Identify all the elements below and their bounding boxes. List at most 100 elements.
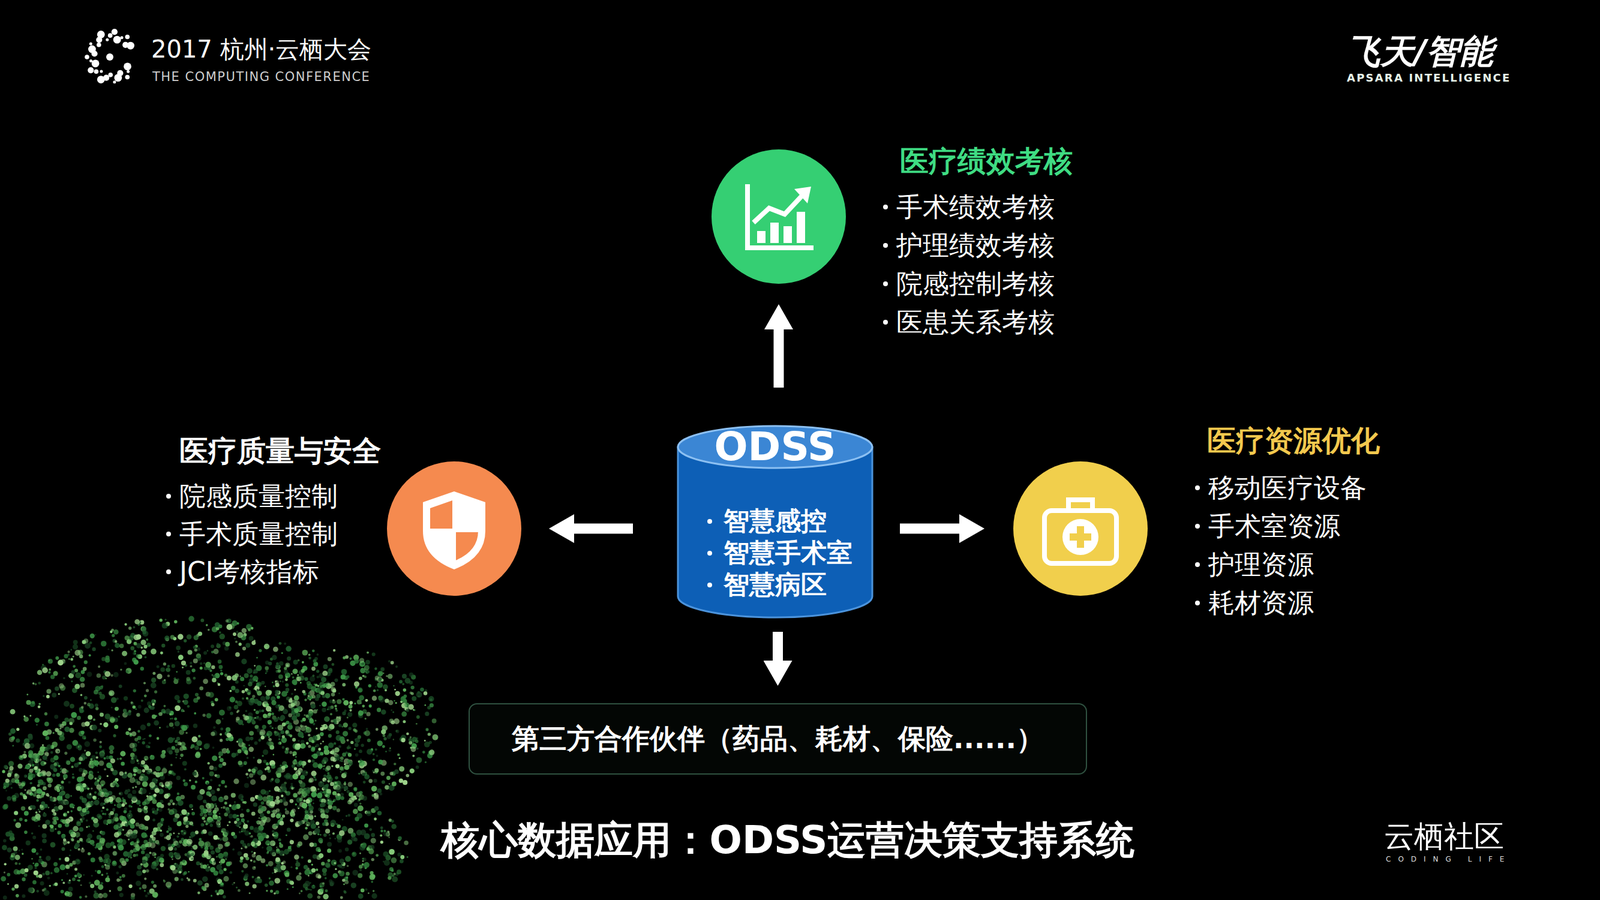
foliage-dot xyxy=(133,626,136,629)
foliage-dot xyxy=(106,872,109,875)
foliage-dot xyxy=(99,740,102,744)
foliage-dot xyxy=(158,782,162,786)
foliage-dot xyxy=(24,767,27,770)
foliage-dot xyxy=(93,689,99,695)
foliage-dot xyxy=(301,765,305,768)
foliage-dot xyxy=(56,730,62,735)
foliage-dot xyxy=(148,741,151,744)
foliage-dot xyxy=(234,673,239,678)
foliage-dot xyxy=(79,795,84,800)
foliage-dot xyxy=(175,645,181,651)
foliage-dot xyxy=(145,894,149,898)
foliage-dot xyxy=(34,770,38,773)
foliage-dot xyxy=(217,659,222,664)
foliage-dot xyxy=(208,691,215,698)
foliage-dot xyxy=(74,842,81,848)
foliage-dot xyxy=(365,727,369,731)
foliage-dot xyxy=(121,874,126,878)
foliage-dot xyxy=(291,715,297,721)
foliage-dot xyxy=(109,818,114,824)
foliage-dot xyxy=(97,779,100,782)
foliage-dot xyxy=(158,618,162,622)
foliage-dot xyxy=(17,782,22,786)
foliage-dot xyxy=(100,873,104,876)
foliage-dot xyxy=(36,788,42,794)
foliage-dot xyxy=(37,758,41,762)
foliage-dot xyxy=(34,753,41,760)
foliage-dot xyxy=(100,640,107,647)
foliage-dot xyxy=(64,856,70,862)
foliage-dot xyxy=(143,889,146,892)
foliage-dot xyxy=(114,817,119,822)
foliage-dot xyxy=(238,793,244,800)
foliage-dot xyxy=(90,787,93,790)
foliage-dot xyxy=(334,704,337,708)
foliage-dot xyxy=(110,841,114,845)
foliage-dot xyxy=(151,677,156,683)
foliage-dot xyxy=(44,870,50,876)
foliage-dot xyxy=(128,626,132,630)
foliage-dot xyxy=(130,646,135,651)
foliage-dot xyxy=(82,666,87,671)
foliage-dot xyxy=(82,640,87,645)
foliage-dot xyxy=(34,682,37,686)
foliage-dot xyxy=(67,781,71,784)
foliage-dot xyxy=(317,747,321,751)
foliage-dot xyxy=(41,872,45,876)
foliage-dot xyxy=(64,892,68,896)
foliage-dot xyxy=(33,870,39,876)
foliage-dot xyxy=(14,773,18,777)
foliage-dot xyxy=(68,829,74,835)
foliage-dot xyxy=(94,777,97,780)
foliage-dot xyxy=(62,676,65,679)
foliage-dot xyxy=(99,837,106,844)
foliage-dot xyxy=(103,722,108,728)
foliage-dot xyxy=(145,638,149,641)
foliage-dot xyxy=(120,761,125,767)
foliage-dot xyxy=(102,892,108,898)
foliage-dot xyxy=(218,664,223,669)
foliage-dot xyxy=(307,794,309,797)
foliage-dot xyxy=(142,859,147,864)
foliage-dot xyxy=(258,649,262,653)
foliage-dot xyxy=(164,635,170,641)
foliage-dot xyxy=(85,751,91,756)
foliage-dot xyxy=(114,642,120,648)
foliage-dot xyxy=(64,717,69,723)
foliage-dot xyxy=(53,762,57,767)
foliage-dot xyxy=(235,652,240,657)
foliage-dot xyxy=(154,856,156,858)
foliage-dot xyxy=(169,799,174,803)
foliage-dot xyxy=(80,753,86,759)
foliage-dot xyxy=(389,747,391,749)
foliage-dot xyxy=(80,694,83,697)
foliage-dot xyxy=(219,738,223,742)
foliage-dot xyxy=(100,802,105,807)
foliage-dot xyxy=(85,802,91,808)
foliage-dot xyxy=(20,806,26,811)
foliage-dot xyxy=(11,887,15,891)
foliage-dot xyxy=(133,634,140,641)
foliage-dot xyxy=(125,802,128,804)
foliage-dot xyxy=(111,860,117,867)
foliage-dot xyxy=(31,786,36,792)
foliage-dot xyxy=(44,747,49,752)
foliage-dot xyxy=(53,714,59,719)
foliage-dot xyxy=(145,834,149,838)
foliage-dot xyxy=(182,760,188,766)
foliage-dot xyxy=(59,767,63,771)
foliage-dot xyxy=(68,727,75,734)
foliage-dot xyxy=(156,802,162,808)
foliage-dot xyxy=(229,696,236,702)
foliage-dot xyxy=(18,849,21,852)
foliage-dot xyxy=(41,743,45,747)
foliage-dot xyxy=(92,738,97,743)
foliage-dot xyxy=(245,689,251,695)
foliage-dot xyxy=(224,641,230,647)
foliage-dot xyxy=(218,631,222,634)
foliage-dot xyxy=(159,862,164,867)
foliage-dot xyxy=(283,642,287,645)
foliage-dot xyxy=(151,836,156,842)
foliage-dot xyxy=(304,814,310,819)
foliage-dot xyxy=(83,695,88,700)
